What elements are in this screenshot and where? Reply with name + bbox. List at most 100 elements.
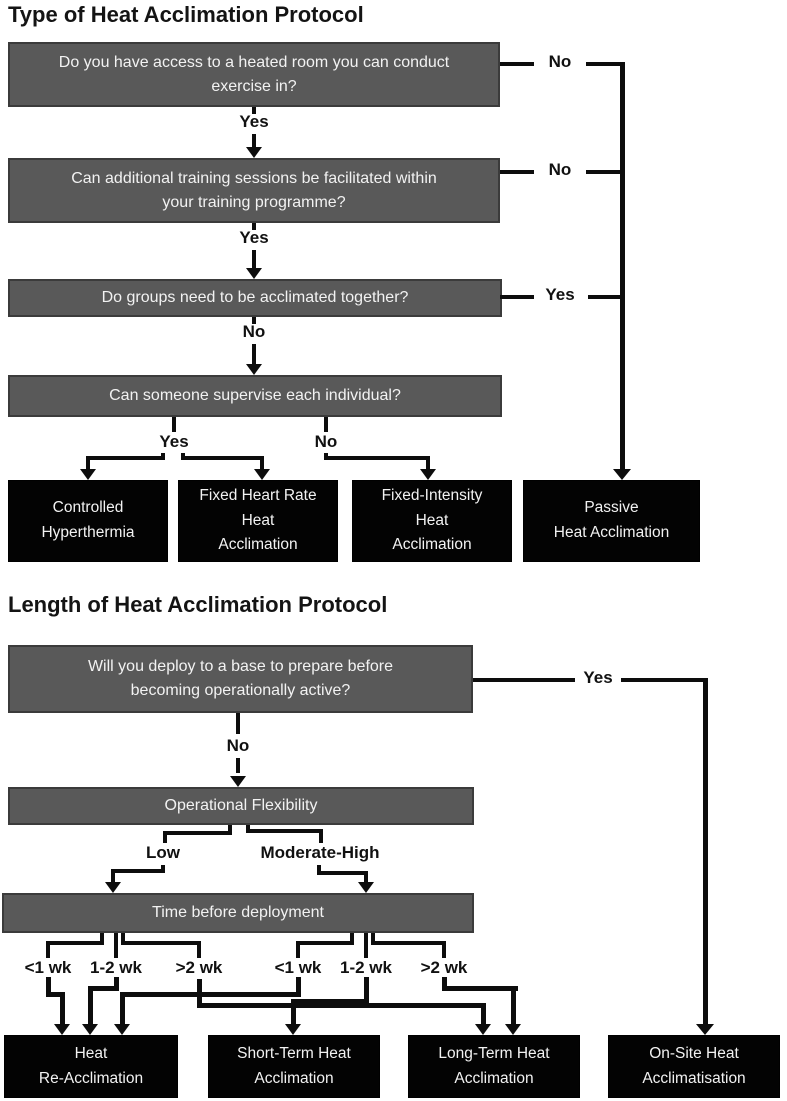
connector-line [236,713,240,734]
box-time-before-deployment: Time before deployment [2,893,474,933]
connector-line [46,941,104,945]
connector-line [620,62,625,469]
arrowhead [105,882,121,893]
arrowhead [246,364,262,375]
connector-line [442,945,446,958]
arrowhead [254,469,270,480]
branch-label-yes: Yes [239,112,269,131]
connector-line [252,134,256,148]
arrowhead [285,1024,301,1035]
branch-label-no: No [242,322,266,341]
connector-line [442,986,518,991]
branch-label-mh-lt1wk: <1 wk [274,958,322,977]
arrowhead [114,1024,130,1035]
connector-line [100,933,104,945]
connector-line [46,977,51,997]
arrowhead [475,1024,491,1035]
branch-label-low-gt2wk: >2 wk [175,958,223,977]
branch-label-mh-gt2wk: >2 wk [420,958,468,977]
branch-label-no: No [548,52,572,71]
connector-line [364,933,368,958]
connector-line [364,977,369,999]
connector-line [46,945,50,958]
connector-line [60,992,65,1024]
connector-line [586,62,622,66]
connector-line [317,871,368,875]
connector-line [228,825,232,835]
connector-line [86,456,165,460]
connector-line [114,933,118,958]
connector-line [46,992,65,997]
connector-line [364,875,368,882]
connector-line [260,460,264,470]
connector-line [511,986,516,1024]
connector-line [111,869,165,873]
branch-label-yes: Yes [583,668,613,687]
arrowhead [82,1024,98,1035]
connector-line [120,992,301,997]
outcome-on-site: On-Site Heat Acclimatisation [608,1035,780,1098]
connector-line [481,1003,486,1024]
branch-label-no: No [314,432,338,451]
connector-line [252,344,256,365]
connector-line [473,678,575,682]
connector-line [621,678,703,682]
arrowhead [696,1024,714,1035]
outcome-short-term: Short-Term Heat Acclimation [208,1035,380,1098]
connector-line [586,170,622,174]
connector-line [197,945,201,958]
connector-line [500,295,534,299]
connector-line [371,941,446,945]
connector-line [197,1003,486,1008]
connector-line [172,417,176,432]
arrowhead [420,469,436,480]
connector-line [296,945,300,958]
connector-line [121,941,201,945]
connector-line [324,456,430,460]
question-additional-sessions: Can additional training sessions be faci… [8,158,500,223]
connector-line [442,977,447,991]
connector-line [350,933,354,945]
connector-line [252,223,256,230]
branch-label-no: No [226,736,250,755]
connector-line [319,833,323,843]
connector-line [500,170,534,174]
connector-line [317,865,321,875]
connector-line [252,317,256,324]
question-deploy-base: Will you deploy to a base to prepare bef… [8,645,473,713]
arrowhead [54,1024,70,1035]
branch-label-moderate-high: Moderate-High [260,843,380,862]
connector-line [500,62,534,66]
connector-line [291,999,296,1024]
arrowhead [80,469,96,480]
connector-line [588,295,622,299]
branch-label-low: Low [146,843,180,862]
connector-line [296,941,354,945]
branch-label-yes: Yes [159,432,189,451]
outcome-fixed-intensity: Fixed-Intensity Heat Acclimation [352,480,512,562]
type-chart-title: Type of Heat Acclimation Protocol [8,2,364,27]
connector-line [703,678,708,1024]
outcome-fixed-heart-rate: Fixed Heart Rate Heat Acclimation [178,480,338,562]
connector-line [86,460,90,470]
arrowhead [230,776,246,787]
branch-label-yes: Yes [545,285,575,304]
arrowhead [613,469,631,480]
connector-line [324,417,328,432]
outcome-heat-reacclimation: Heat Re-Acclimation [4,1035,178,1098]
connector-line [197,979,202,1008]
question-groups-together: Do groups need to be acclimated together… [8,279,502,317]
branch-label-yes: Yes [239,228,269,247]
connector-line [111,873,115,882]
connector-line [88,986,93,1024]
length-chart-title: Length of Heat Acclimation Protocol [8,592,388,617]
branch-label-low-lt1wk: <1 wk [24,958,72,977]
question-heated-room: Do you have access to a heated room you … [8,42,500,107]
outcome-passive: Passive Heat Acclimation [523,480,700,562]
connector-line [163,831,232,835]
connector-line [114,977,119,991]
connector-line [291,999,369,1004]
arrowhead [246,268,262,279]
branch-label-no: No [548,160,572,179]
